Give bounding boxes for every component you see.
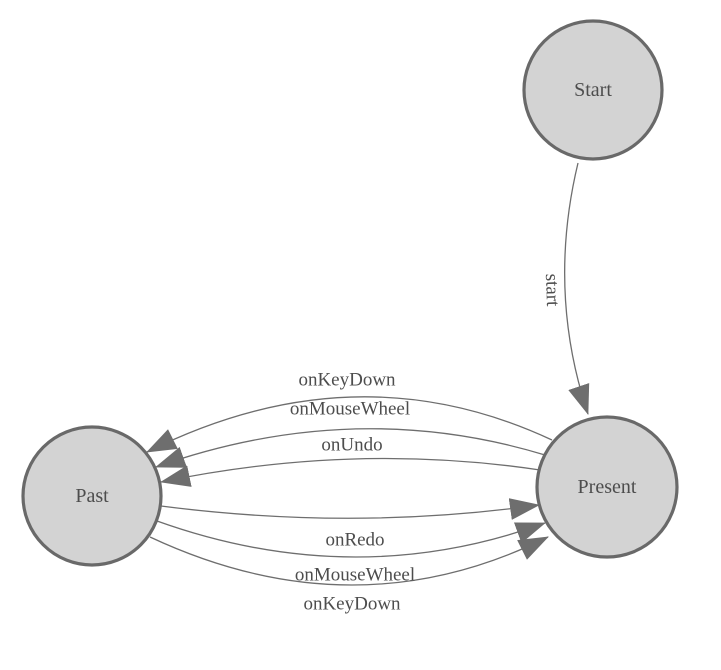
edge-label-layer: start onKeyDown onMouseWheel onUndo onRedo on… xyxy=(290,273,563,614)
edge-label-present-to-past-onmousewheel: onMouseWheel xyxy=(290,399,410,420)
edge-present-to-past-onmousewheel xyxy=(155,428,546,468)
node-circle-present xyxy=(535,415,679,559)
edge-layer xyxy=(146,162,590,586)
node-label-start: Start xyxy=(574,79,612,101)
edge-label-past-to-present-onkeydown: onKeyDown xyxy=(303,594,401,615)
edge-start-to-present-start xyxy=(564,162,590,415)
node-present: Present xyxy=(535,415,679,559)
edge-label-past-to-present-onredo: onRedo xyxy=(325,530,384,551)
node-circle-start xyxy=(522,19,664,161)
edge-past-to-present-onmousewheel xyxy=(156,520,546,558)
edge-label-present-to-past-onkeydown: onKeyDown xyxy=(298,370,396,391)
node-circle-past xyxy=(21,425,163,567)
edge-label-start-to-present-start: start xyxy=(541,273,563,307)
edge-present-to-past-onkeydown xyxy=(146,396,553,453)
edge-label-past-to-present-onmousewheel: onMouseWheel xyxy=(295,565,415,586)
edge-past-to-present-onredo xyxy=(160,498,540,520)
edge-past-to-present-onkeydown xyxy=(149,536,549,586)
edge-label-present-to-past-onundo: onUndo xyxy=(321,435,382,456)
node-start: Start xyxy=(522,19,664,161)
node-label-past: Past xyxy=(75,485,109,507)
edge-present-to-past-onundo xyxy=(160,457,541,487)
node-past: Past xyxy=(21,425,163,567)
node-label-present: Present xyxy=(578,476,637,498)
